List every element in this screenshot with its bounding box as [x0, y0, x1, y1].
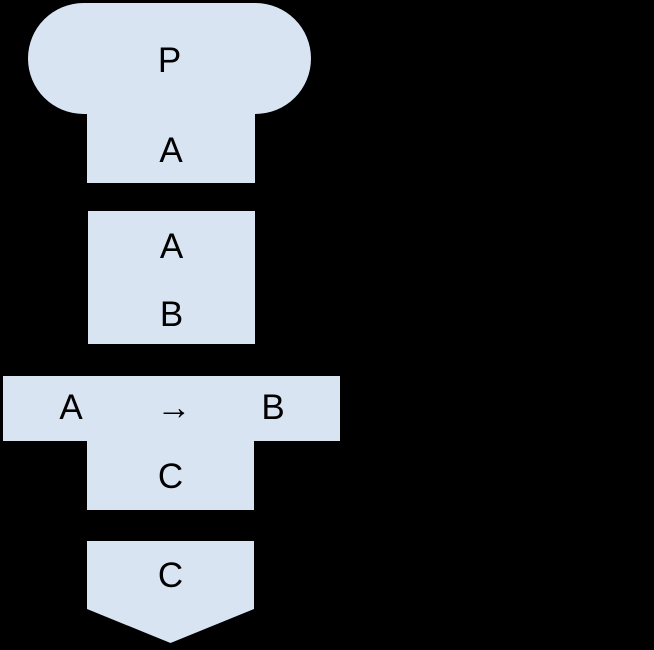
implication-consequent-label: B — [261, 388, 285, 427]
derivation-bottom-label: B — [159, 295, 184, 334]
implication-arrow-label: → — [156, 388, 192, 427]
derivation-top-label: A — [159, 227, 184, 266]
implication-antecedent-label: A — [59, 388, 83, 427]
derivation-block: A B — [88, 211, 255, 344]
implication-stem-shape: C — [87, 441, 254, 510]
implication-bar-shape: A → B — [3, 376, 340, 441]
conclusion-label: C — [157, 556, 184, 595]
premise-head-label: P — [157, 41, 182, 80]
premise-head-shape: P — [28, 3, 311, 114]
premise-stem-label: A — [159, 131, 183, 170]
implication-stem-label: C — [157, 457, 184, 496]
conclusion-block: C — [87, 541, 254, 643]
